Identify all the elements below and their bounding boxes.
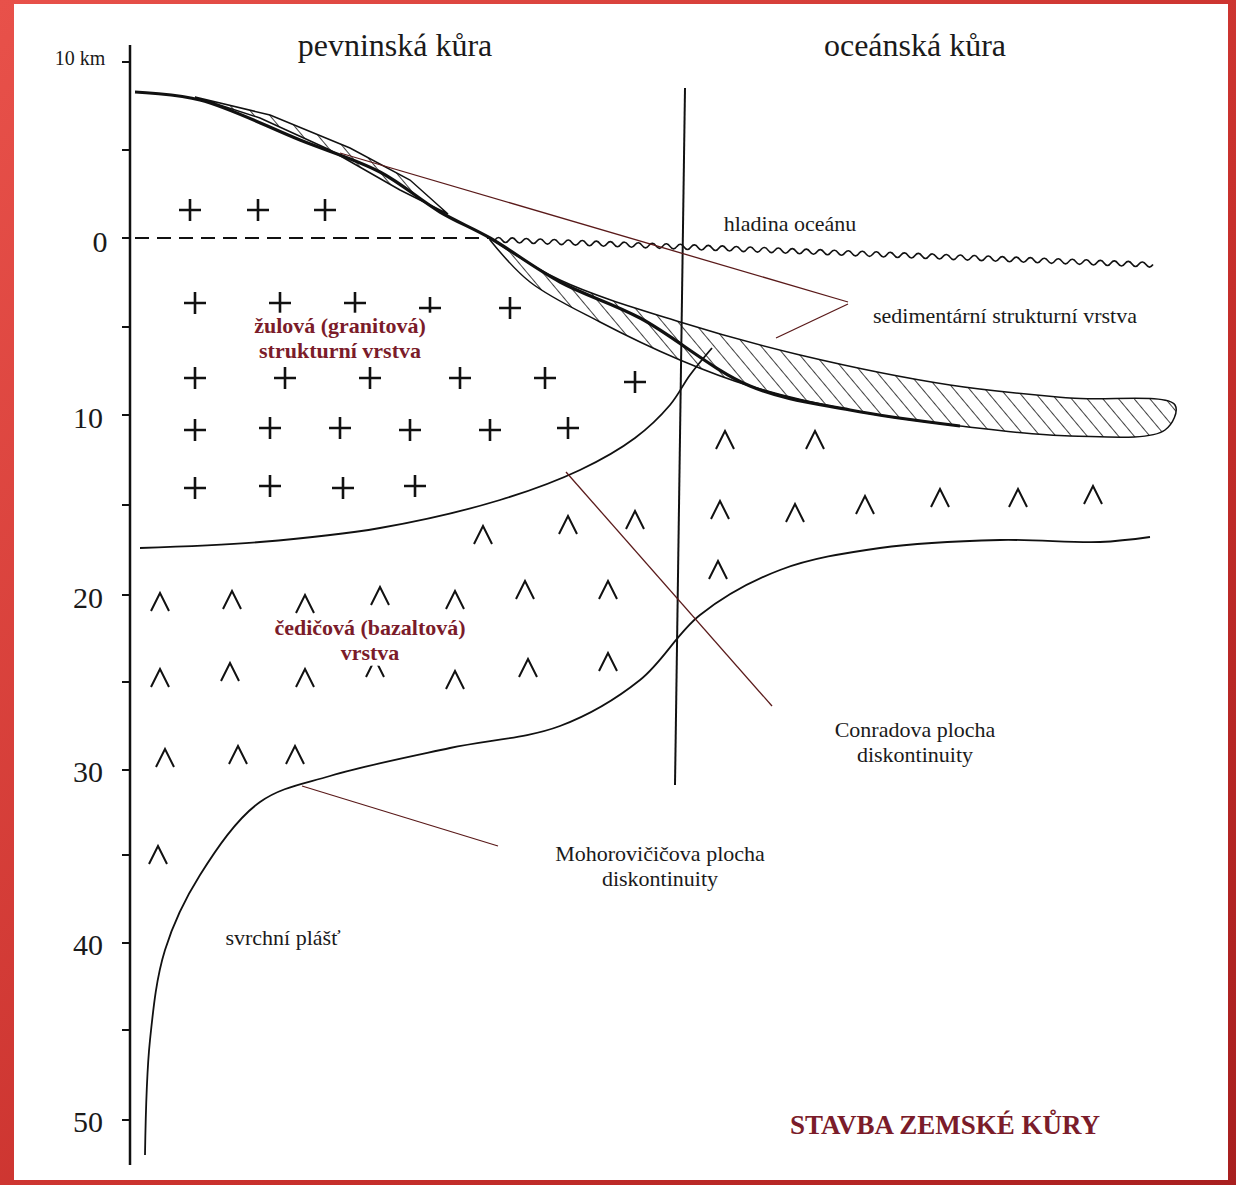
caret-symbol [716,431,734,449]
leader-line [302,786,498,846]
caret-symbol [626,511,644,529]
layer-name: čedičová (bazaltová) vrstva [242,615,498,666]
caret-symbol [519,659,537,677]
plus-symbol [247,199,269,221]
axis-tick [122,769,131,771]
axis-tick [122,1119,131,1121]
granite-symbols [179,199,646,499]
caret-symbol [156,749,174,767]
moho-line [145,537,1150,1155]
axis-number: 10 [70,401,106,436]
caret-symbol [149,846,167,864]
crust-type-label: oceánská kůra [821,27,1009,64]
sea-level-line [135,237,490,239]
crust-type-label: pevninská kůra [295,27,496,64]
plus-symbol [184,477,206,499]
axis-tick [122,326,131,328]
axis-number: 20 [70,581,106,616]
caret-symbol [709,561,727,579]
leader-line [776,304,848,338]
plus-symbol [557,417,579,439]
caret-symbol [296,669,314,687]
plus-symbol [274,367,296,389]
caret-symbol [786,504,804,522]
conrad-line [140,348,712,548]
caret-symbol [229,746,247,764]
plus-symbol [184,419,206,441]
axis-tick [122,237,131,239]
axis-tick [122,149,131,151]
ocean-waves [495,238,1153,268]
discontinuity-label: Conradova plocha diskontinuity [792,717,1038,768]
plus-symbol [479,419,501,441]
caret-symbol [559,516,577,534]
caret-symbol [223,591,241,609]
plus-symbol [259,417,281,439]
plus-symbol [179,199,201,221]
white-panel [14,4,1228,1180]
axis-tick [122,681,131,683]
plus-symbol [404,475,426,497]
axis-number: 0 [90,225,111,260]
axis-number: 40 [70,928,106,963]
caret-symbol [856,496,874,514]
sediment-layer [195,97,448,214]
caret-symbol [1084,486,1102,504]
axis-unit-label: 10 km [52,47,109,70]
caret-symbol [599,653,617,671]
basalt-symbols [149,431,1102,864]
leader-lines [302,153,848,846]
caret-symbol [296,595,314,613]
surface-line [135,92,960,426]
caret-symbol [599,581,617,599]
depth-axis [122,45,131,1165]
axis-tick [122,414,131,416]
plus-symbol [329,417,351,439]
plus-symbol [449,367,471,389]
axis-tick [122,854,131,856]
caret-symbol [931,489,949,507]
plus-symbol [332,477,354,499]
axis-tick [122,61,131,63]
leader-line [566,472,772,706]
axis-number: 30 [70,755,106,790]
sea-level-label: hladina oceánu [721,211,860,236]
layer-label: sedimentární strukturní vrstva [857,303,1153,328]
plus-symbol [499,297,521,319]
plus-symbol [184,367,206,389]
caret-symbol [446,671,464,689]
caret-symbol [711,501,729,519]
plus-symbol [624,371,646,393]
diagram-title: STAVBA ZEMSKÉ KŮRY [790,1110,1100,1141]
plus-symbol [184,292,206,314]
caret-symbol [474,526,492,544]
plus-symbol [269,292,291,314]
caret-symbol [516,581,534,599]
caret-symbol [151,593,169,611]
plus-symbol [314,199,336,221]
axis-tick [122,1029,131,1031]
caret-symbol [806,431,824,449]
divider-line [675,88,685,785]
axis-tick [122,504,131,506]
caret-symbol [151,669,169,687]
caret-symbol [221,663,239,681]
plus-symbol [359,367,381,389]
plus-symbol [259,475,281,497]
axis-tick [122,594,131,596]
plus-symbol [344,292,366,314]
caret-symbol [446,591,464,609]
layer-name: žulová (granitová) strukturní vrstva [212,313,468,364]
axis-tick [122,942,131,944]
plus-symbol [399,419,421,441]
caret-symbol [1009,489,1027,507]
mantle-label: svrchní plášť [222,925,343,950]
caret-symbol [286,746,304,764]
caret-symbol [371,587,389,605]
plus-symbol [534,367,556,389]
discontinuity-label: Mohorovičičova plocha diskontinuity [527,841,793,892]
axis-number: 50 [70,1105,106,1140]
